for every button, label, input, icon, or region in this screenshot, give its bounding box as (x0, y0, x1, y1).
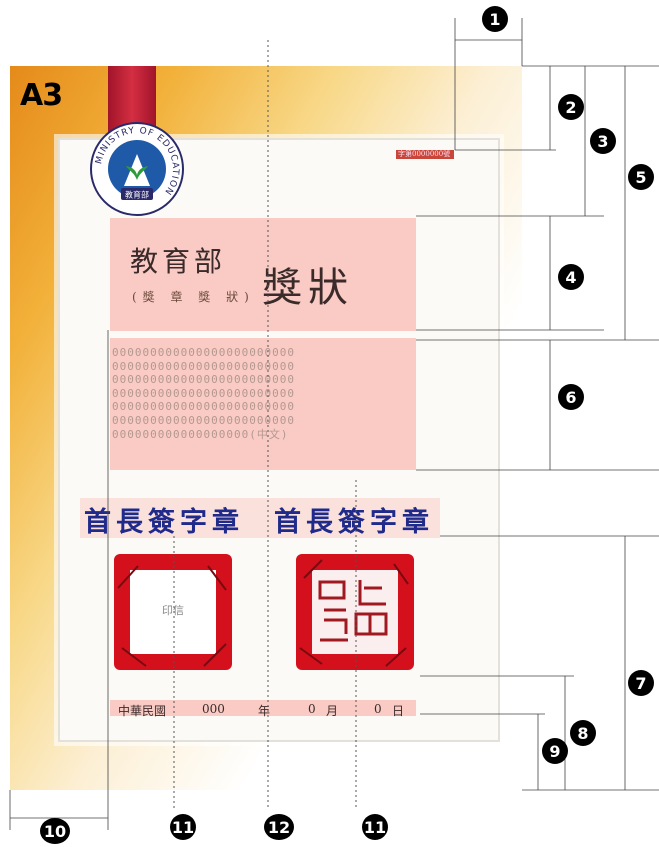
body-row: 000000000000000000000000 (112, 386, 295, 400)
body-row: 000000000000000000000000 (112, 359, 295, 373)
callout-6: 6 (558, 384, 584, 410)
callout-10: 10 (40, 818, 70, 844)
size-tag: A3 (20, 78, 63, 113)
red-ribbon (108, 66, 156, 132)
signature-highlight (80, 498, 440, 538)
seal-left-label: 印信 (162, 604, 184, 617)
callout-8: 8 (570, 720, 596, 746)
date-year-unit: 年 (258, 704, 271, 718)
callout-5: 5 (628, 164, 654, 190)
callout-2: 2 (558, 94, 584, 120)
serial-number-mark: 字第0000000號 (396, 150, 454, 159)
body-row: 000000000000000000000000 (112, 373, 295, 387)
date-year: 000 (202, 702, 225, 716)
serial-number-text: 字第0000000號 (398, 150, 451, 158)
body-highlight (110, 338, 416, 470)
body-text-placeholder: 000000000000000000000000 000000000000000… (112, 346, 412, 441)
body-row: 000000000000000000000000 (112, 346, 295, 359)
callout-12: 12 (264, 814, 294, 840)
date-day: 0 (374, 702, 382, 716)
callout-9: 9 (542, 738, 568, 764)
ministry-emblem: MINISTRY OF EDUCATION 教育部 (90, 122, 184, 216)
date-month-unit: 月 (326, 704, 339, 718)
date-month: 0 (308, 702, 316, 716)
callout-11-right: 11 (362, 814, 388, 840)
body-row: 000000000000000000000000 (112, 400, 295, 414)
callout-11-left: 11 (170, 814, 196, 840)
seal-right (296, 554, 414, 670)
date-day-unit: 日 (392, 704, 405, 718)
seal-left-frame (114, 554, 232, 670)
signature-label-right: 首長簽字章 (274, 507, 434, 538)
award-title: 獎狀 (262, 265, 354, 311)
body-row: 000000000000000000(中文) (112, 427, 289, 441)
callout-7: 7 (628, 670, 654, 696)
callout-4: 4 (558, 264, 584, 290)
issuer-title: 教育部 (130, 245, 227, 278)
issuer-subtitle: (獎 章 獎 狀) (132, 290, 255, 304)
body-row: 000000000000000000000000 (112, 413, 295, 427)
seal-left: 印信 (108, 548, 238, 676)
callout-3: 3 (590, 128, 616, 154)
date-era: 中華民國 (118, 704, 167, 718)
emblem-center-text: 教育部 (125, 190, 149, 200)
callout-1: 1 (482, 6, 508, 32)
signature-label-left: 首長簽字章 (84, 507, 244, 538)
title-highlight (110, 218, 416, 331)
date-highlight (110, 700, 416, 716)
